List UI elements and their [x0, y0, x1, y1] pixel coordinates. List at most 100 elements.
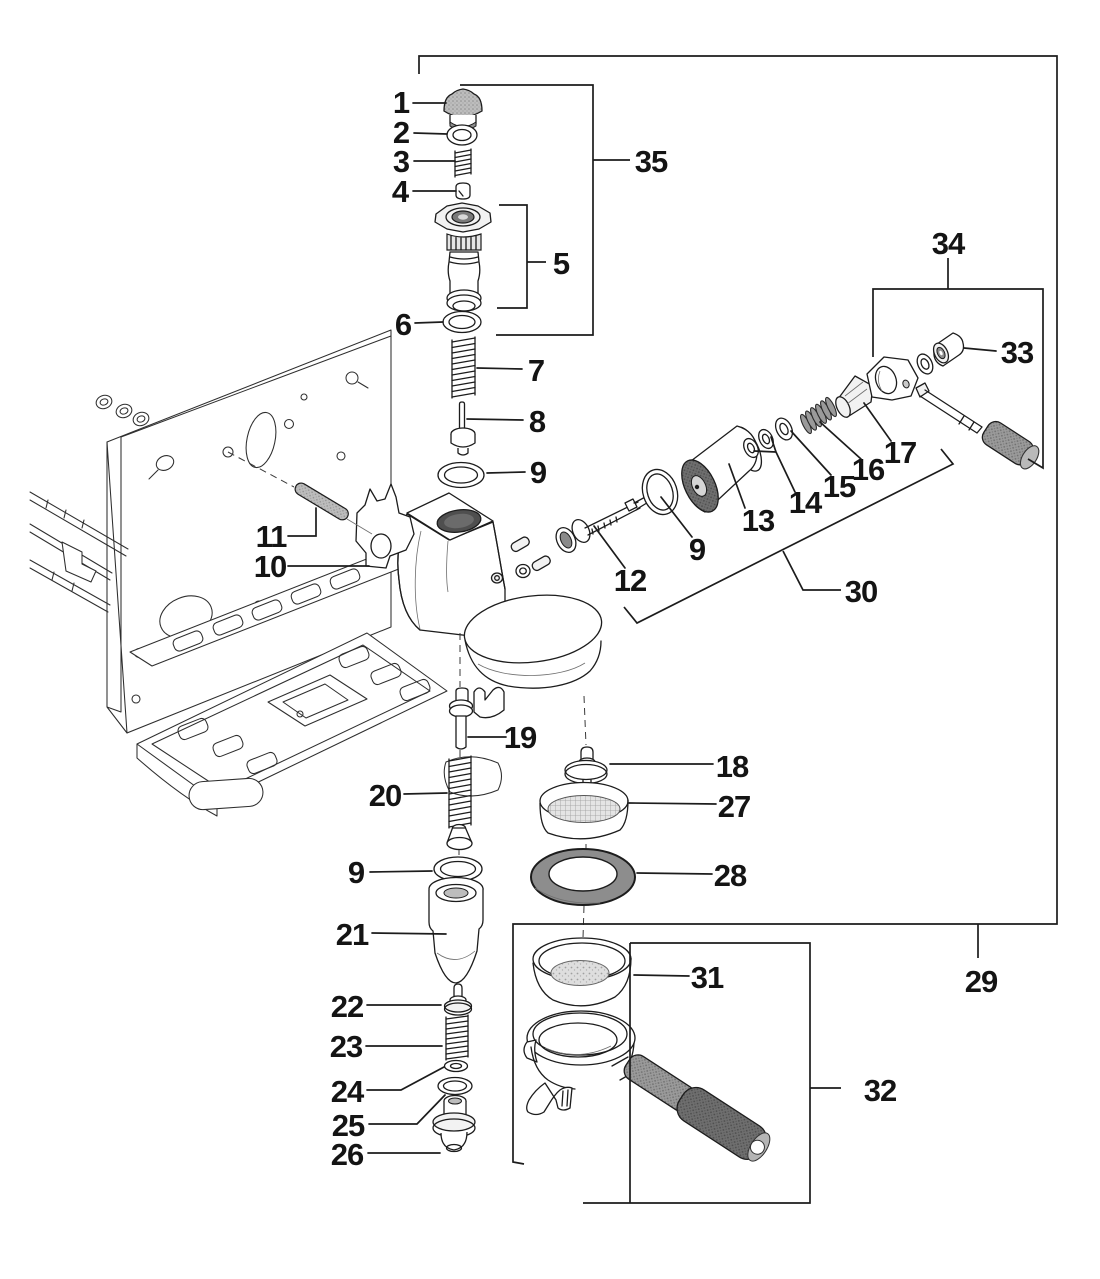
callout-2: 2	[393, 115, 409, 150]
drip-tray	[136, 632, 448, 817]
leader-33	[963, 347, 997, 352]
callout-34: 34	[932, 226, 966, 261]
part-20-spring	[448, 755, 472, 829]
callout-27: 27	[718, 789, 750, 824]
callout-35: 35	[635, 144, 668, 179]
callout-7: 7	[528, 353, 544, 388]
leader-9b	[660, 496, 693, 538]
valve-spindle-knob	[915, 382, 1040, 470]
part-18-valve-pin	[564, 746, 608, 785]
bracket-30	[623, 448, 955, 625]
bracket-35	[460, 84, 594, 336]
callout-9b: 9	[689, 532, 706, 567]
part-23-spring	[445, 1014, 469, 1061]
leader-12	[593, 525, 626, 569]
frame-washers	[95, 394, 150, 427]
part-10-fork	[355, 483, 415, 569]
part-8-valve-stem	[450, 401, 476, 456]
leader-14	[753, 436, 796, 493]
part-13-piston	[681, 425, 763, 513]
part-9-gasket-mid	[641, 468, 679, 516]
leader-25	[368, 1094, 446, 1125]
group-brackets	[418, 55, 1058, 1204]
part-4-plug	[455, 182, 471, 200]
leader-20	[403, 792, 448, 795]
callout-20: 20	[369, 778, 401, 813]
callout-8: 8	[529, 404, 546, 439]
callout-15: 15	[823, 469, 856, 504]
part-11-pin	[227, 451, 373, 535]
part-24-washer	[443, 1059, 469, 1073]
valve-ring	[916, 353, 934, 375]
leader-7	[476, 367, 523, 370]
leader-31	[633, 974, 690, 977]
boiler-drum	[463, 594, 603, 664]
bracket-29	[418, 55, 1058, 1165]
part-22-pin	[443, 983, 473, 1016]
part-9-oring-top	[437, 461, 485, 489]
callout-1: 1	[393, 85, 410, 120]
callout-12: 12	[614, 563, 646, 598]
leader-16	[819, 421, 862, 460]
bracket-30-tick	[782, 550, 841, 591]
back-panel	[106, 329, 392, 734]
callout-26: 26	[331, 1137, 364, 1172]
leader-17	[863, 402, 892, 442]
leader-lines	[287, 102, 997, 1154]
part-2-oring	[446, 124, 478, 146]
leader-28	[636, 872, 713, 875]
callout-16: 16	[852, 452, 885, 487]
callout-21: 21	[336, 917, 369, 952]
callout-28: 28	[714, 858, 747, 893]
callout-10: 10	[254, 549, 286, 584]
callout-31: 31	[691, 960, 724, 995]
leader-24	[366, 1066, 445, 1091]
part-1-cap	[443, 88, 483, 131]
part-21-piston-cup	[428, 876, 484, 984]
part-26-fitting	[432, 1094, 476, 1153]
callout-24: 24	[331, 1074, 365, 1109]
callout-23: 23	[330, 1029, 363, 1064]
part-15-ring	[774, 417, 794, 441]
callout-14: 14	[789, 485, 823, 520]
leader-9a	[486, 471, 526, 474]
part-33-bushing	[932, 332, 965, 367]
callout-11: 11	[256, 519, 288, 554]
callout-9: 9	[530, 455, 547, 490]
part-16-spring	[800, 396, 837, 435]
callout-25: 25	[332, 1108, 365, 1143]
leader-8	[466, 418, 524, 421]
callout-30: 30	[845, 574, 877, 609]
leader-2	[413, 132, 448, 135]
leader-13	[728, 463, 746, 509]
callout-4: 4	[392, 174, 410, 209]
callout-19: 19	[504, 720, 537, 755]
group-head-body	[397, 492, 603, 750]
leader-6	[414, 321, 444, 324]
part-17-cone-nut	[835, 375, 874, 418]
head-studs	[490, 536, 551, 584]
callout-13: 13	[742, 503, 775, 538]
head-claw	[473, 686, 505, 719]
part-32-portafilter	[523, 1010, 771, 1162]
callout-22: 22	[331, 989, 363, 1024]
bracket-32-box	[583, 942, 811, 1204]
leader-21	[371, 932, 447, 935]
callout-17: 17	[884, 435, 916, 470]
callout-5: 5	[553, 246, 570, 281]
bracket-34	[872, 288, 1044, 470]
callout-32: 32	[864, 1073, 896, 1108]
front-foot	[188, 777, 264, 811]
portafilter-spout	[526, 1082, 573, 1116]
part-7-spring	[451, 336, 476, 399]
part-28-group-gasket	[530, 848, 636, 906]
part-3-spring	[454, 148, 472, 178]
part-5-fitting	[434, 202, 492, 312]
leader-11	[287, 507, 317, 537]
callout-18: 18	[716, 749, 749, 784]
part-6-oring	[442, 310, 482, 334]
bracket-5	[497, 204, 528, 309]
callout-9c: 9	[348, 855, 365, 890]
part-31-filter-basket	[532, 937, 632, 1007]
